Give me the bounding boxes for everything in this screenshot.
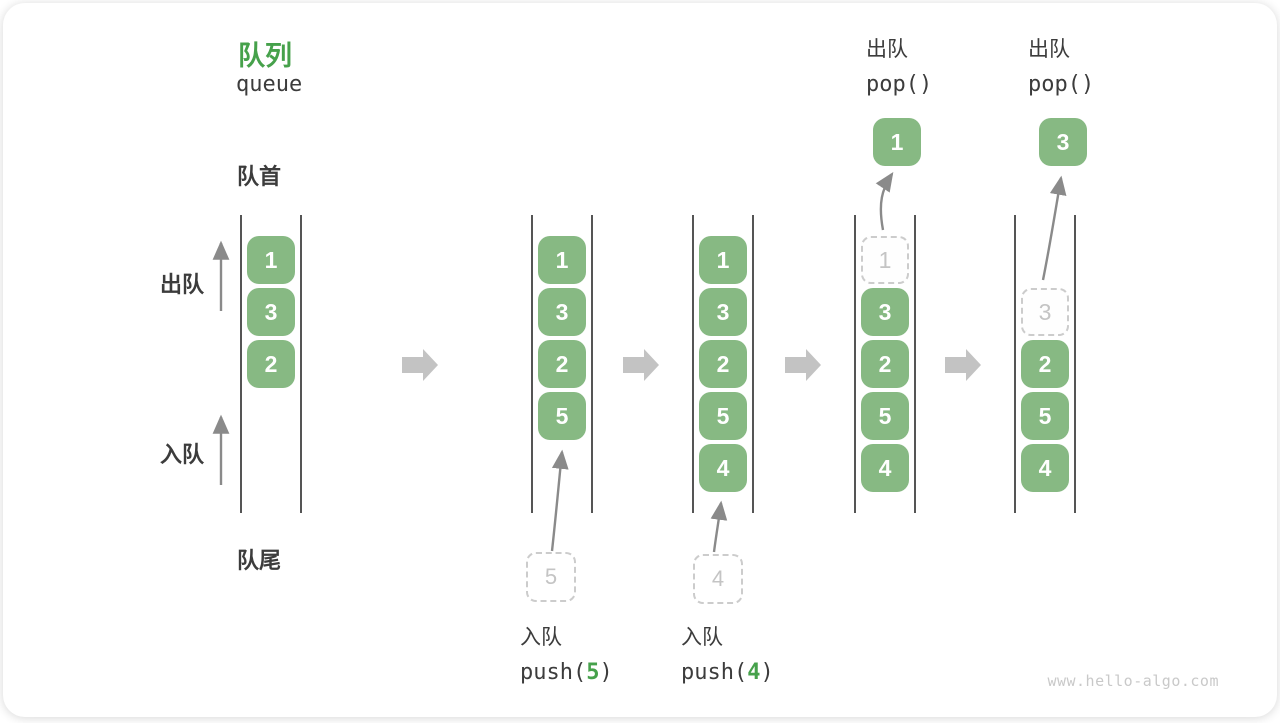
dequeue-caption-code: pop() (866, 72, 932, 97)
dequeue-caption-op: 出队 (866, 33, 932, 63)
title-english: queue (236, 72, 302, 97)
queue-cell: 1 (247, 236, 295, 284)
queue-cell-dashed: 3 (1021, 288, 1069, 336)
queue-front-label: 队首 (237, 159, 281, 191)
dequeue-side-label: 出队 (160, 267, 204, 299)
queue-cell: 5 (538, 392, 586, 440)
transition-arrow-icon-2 (623, 349, 659, 381)
queue-cell: 2 (699, 340, 747, 388)
enqueue-arg: 5 (586, 660, 599, 685)
queue-cell: 2 (861, 340, 909, 388)
queue-cell: 2 (247, 340, 295, 388)
queue-cell: 4 (861, 444, 909, 492)
queue-rear-label: 队尾 (237, 543, 281, 575)
enqueue-caption: 入队 push(5) (520, 621, 613, 685)
enqueue-caption-op: 入队 (681, 621, 774, 651)
enqueue-caption-code: push(5) (520, 660, 613, 685)
queue-cell: 1 (699, 236, 747, 284)
queue-cell: 5 (861, 392, 909, 440)
dequeue-caption: 出队 pop() (866, 33, 932, 97)
queue-cell: 3 (538, 288, 586, 336)
popped-element-box: 3 (1039, 118, 1087, 166)
watermark: www.hello-algo.com (1047, 672, 1219, 690)
enqueue-caption-op: 入队 (520, 621, 613, 651)
queue-cell: 1 (538, 236, 586, 284)
popped-element-box: 1 (873, 118, 921, 166)
queue-cell: 4 (1021, 444, 1069, 492)
arrows-overlay (3, 3, 1280, 723)
enqueue-side-label: 入队 (160, 437, 204, 469)
queue-cell: 2 (538, 340, 586, 388)
queue-cell: 3 (699, 288, 747, 336)
queue-cell: 5 (699, 392, 747, 440)
transition-arrow-icon-3 (785, 349, 821, 381)
enqueue-caption: 入队 push(4) (681, 621, 774, 685)
title-chinese: 队列 (238, 34, 292, 73)
queue-cell: 3 (861, 288, 909, 336)
dequeue-caption: 出队 pop() (1028, 33, 1094, 97)
pending-element-box: 4 (693, 554, 743, 604)
queue-cell: 5 (1021, 392, 1069, 440)
dequeue-caption-op: 出队 (1028, 33, 1094, 63)
enqueue-caption-code: push(4) (681, 660, 774, 685)
queue-cell-dashed: 1 (861, 236, 909, 284)
enqueue-arg: 4 (747, 660, 760, 685)
queue-cell: 3 (247, 288, 295, 336)
queue-cell: 2 (1021, 340, 1069, 388)
dequeue-caption-code: pop() (1028, 72, 1094, 97)
queue-cell: 4 (699, 444, 747, 492)
pending-element-box: 5 (526, 552, 576, 602)
transition-arrow-icon-1 (402, 349, 438, 381)
transition-arrow-icon-4 (945, 349, 981, 381)
